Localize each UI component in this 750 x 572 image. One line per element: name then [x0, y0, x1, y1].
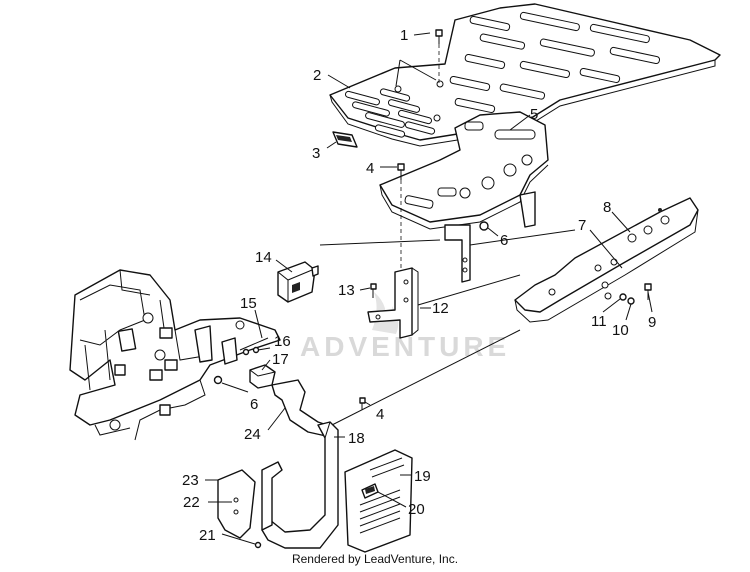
screw-13 — [370, 283, 377, 298]
callout-3: 3 — [312, 145, 320, 162]
callout-4-lower: 4 — [376, 406, 384, 423]
flap-bracket-18 — [261, 421, 339, 549]
post-12 — [367, 267, 419, 339]
callout-4-upper: 4 — [366, 160, 374, 177]
vehicle-frame — [69, 269, 281, 441]
callout-23: 23 — [182, 472, 199, 489]
callout-14: 14 — [255, 249, 272, 266]
mud-flap-texture — [359, 457, 405, 534]
render-credit: Rendered by LeadVenture, Inc. — [291, 552, 459, 566]
callout-7: 7 — [578, 217, 586, 234]
screw-4-upper — [397, 163, 405, 270]
callout-18: 18 — [348, 430, 365, 447]
callout-8: 8 — [603, 199, 611, 216]
callout-19: 19 — [414, 468, 431, 485]
screw-4-lower — [359, 397, 366, 410]
callout-11: 11 — [591, 313, 607, 330]
mud-flap-19 — [344, 449, 413, 553]
callout-labels: 1 2 3 4 5 6 7 8 9 10 11 12 13 14 15 16 1… — [182, 27, 656, 544]
alignment-lines — [319, 229, 576, 427]
callout-6-lower: 6 — [250, 396, 258, 413]
callout-16: 16 — [274, 333, 291, 350]
screw-1 — [435, 29, 443, 84]
callout-6-upper: 6 — [500, 232, 508, 249]
callout-12: 12 — [432, 300, 449, 317]
light-14 — [277, 261, 319, 303]
bracket-3 — [332, 131, 358, 148]
leader-lines — [205, 32, 653, 545]
callout-15: 15 — [240, 295, 257, 312]
callout-24: 24 — [244, 426, 261, 443]
callout-21: 21 — [199, 527, 216, 544]
hitch-hardware — [213, 337, 276, 389]
callout-1: 1 — [400, 27, 408, 44]
bumper-hardware — [619, 283, 652, 305]
bumper-8 — [514, 197, 699, 323]
callout-22: 22 — [183, 494, 200, 511]
upper-rack-slots — [344, 11, 661, 138]
callout-9: 9 — [648, 314, 656, 331]
washer-6-upper — [479, 221, 489, 231]
callout-13: 13 — [338, 282, 355, 299]
upper-rack — [329, 3, 721, 147]
callout-20: 20 — [408, 501, 425, 518]
callout-2: 2 — [313, 67, 321, 84]
lower-rack-support — [379, 111, 549, 283]
callout-10: 10 — [612, 322, 629, 339]
mounting-plate-23 — [217, 469, 262, 549]
callout-5: 5 — [530, 106, 538, 123]
callout-17: 17 — [272, 351, 289, 368]
